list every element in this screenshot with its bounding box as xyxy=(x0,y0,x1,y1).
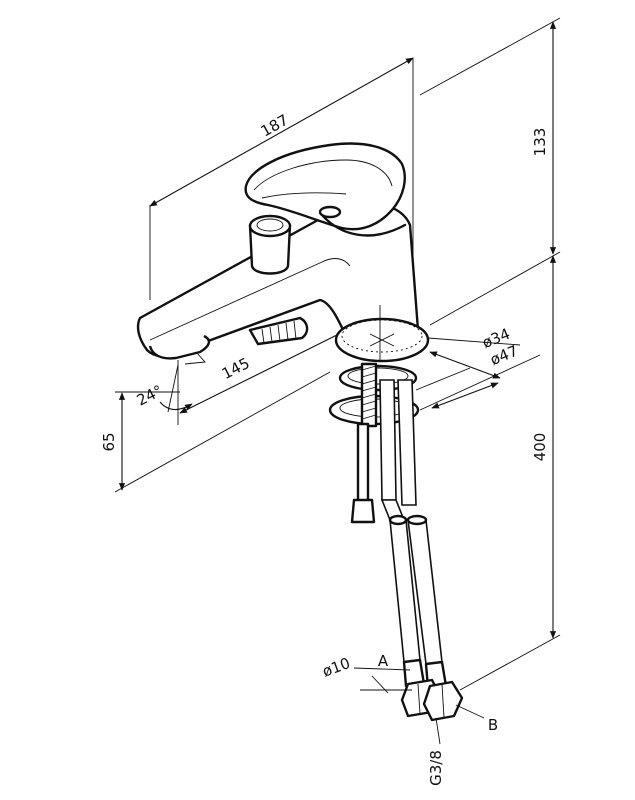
dim-line-187 xyxy=(149,57,414,207)
hose-end-fittings xyxy=(400,658,464,722)
label-spout-angle: 24° xyxy=(134,381,166,409)
hose-b-collar xyxy=(406,514,428,526)
hose-a-collar xyxy=(388,514,408,526)
dim-spout-angle: 24° xyxy=(134,364,193,413)
label-connector-a: A xyxy=(378,652,389,670)
washer-upper xyxy=(338,364,418,392)
leader-thread xyxy=(435,717,441,745)
aerator xyxy=(184,351,206,365)
threaded-inlet xyxy=(248,316,309,346)
cross-b xyxy=(369,333,395,347)
dim-hose-length: 400 xyxy=(459,255,561,691)
leader-b xyxy=(455,704,485,719)
label-rod-dia: ø10 xyxy=(320,654,353,681)
dim-line-47 xyxy=(431,382,499,409)
angle-arc xyxy=(159,401,193,411)
ext-line-top xyxy=(419,17,561,96)
braided-hoses xyxy=(379,379,443,665)
dim-mount-diameters: ø34 ø47 xyxy=(415,325,541,411)
ext-dia-b xyxy=(415,367,471,391)
spout-outlet xyxy=(148,334,211,360)
label-total-height: 133 xyxy=(531,128,549,157)
hose-a-upper xyxy=(379,379,397,501)
spout-edge xyxy=(149,258,351,341)
label-connector-b: B xyxy=(488,716,498,734)
fitting-b-edge xyxy=(441,683,445,719)
label-spout-reach: 145 xyxy=(219,354,253,383)
ext-line-bottom xyxy=(459,634,561,691)
label-thread-size: G3/8 xyxy=(427,750,445,786)
leader-a xyxy=(371,675,389,694)
rod xyxy=(356,422,370,504)
dim-total-height: 133 xyxy=(419,17,561,326)
label-hose-length: 400 xyxy=(531,433,549,462)
mount-disc-inner xyxy=(341,319,423,353)
leader-rod-dia xyxy=(353,667,411,671)
ext-dia-a xyxy=(427,337,521,346)
stud-threads xyxy=(361,365,377,420)
label-spout-height: 65 xyxy=(100,432,118,451)
faucet-body xyxy=(136,142,420,365)
washer-upper-inner xyxy=(347,367,409,385)
dim-line-34 xyxy=(429,351,501,379)
mounting-hardware xyxy=(328,305,430,524)
lever-handle xyxy=(244,142,407,237)
dim-spout-height: 65 xyxy=(100,371,331,493)
fitting-a-edge xyxy=(417,683,421,715)
ext-line-mid xyxy=(429,251,561,326)
popup-knob xyxy=(248,214,292,275)
dim-line-145 xyxy=(179,325,356,414)
angle-ray xyxy=(167,364,179,413)
hose-b-upper xyxy=(397,379,417,506)
rod-fitting xyxy=(350,498,376,524)
ext-dia-c xyxy=(419,354,541,411)
